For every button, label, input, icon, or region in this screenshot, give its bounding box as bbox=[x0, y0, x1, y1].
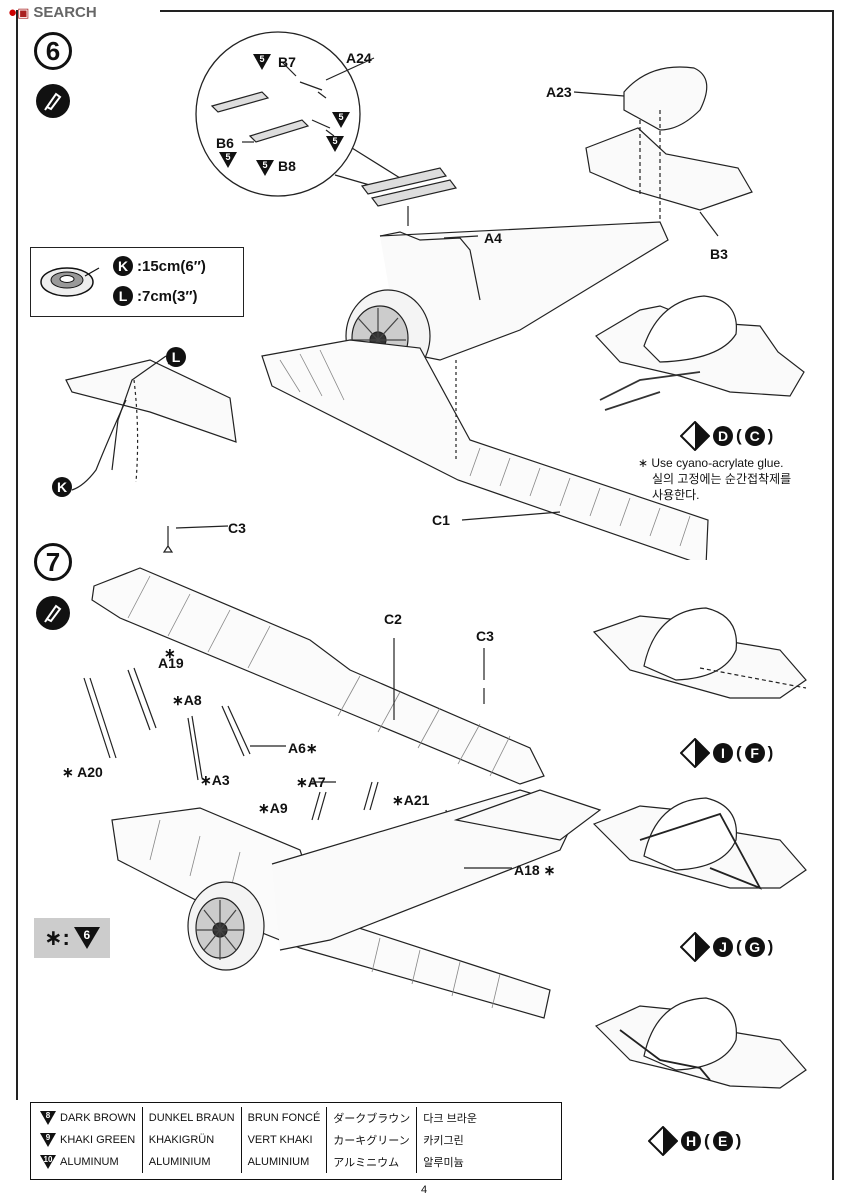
glue-note-line1: ∗ Use cyano-acrylate glue. bbox=[638, 456, 784, 470]
watermark: ●▣SEARCH bbox=[8, 4, 97, 21]
star-legend-box: ∗: 6 bbox=[34, 918, 110, 958]
color-table-frame bbox=[30, 1102, 562, 1180]
paint-6-marker: 6 bbox=[73, 927, 100, 949]
star-legend-label: ∗: bbox=[44, 925, 70, 950]
part-label-c2: C2 bbox=[384, 611, 402, 627]
part-label-c1: C1 bbox=[432, 512, 450, 528]
part-label-a19: ∗A19 bbox=[158, 645, 184, 671]
glue-icon bbox=[36, 84, 70, 118]
view-c-badge: C bbox=[744, 426, 765, 446]
paint-5-marker-b6: 5 bbox=[219, 152, 237, 173]
view-h-badge: H bbox=[681, 1131, 701, 1151]
part-label-a23: A23 bbox=[546, 84, 572, 100]
part-label-b7: B7 bbox=[278, 54, 296, 70]
part-label-a8: ∗A8 bbox=[172, 692, 202, 708]
part-label-b3: B3 bbox=[710, 246, 728, 262]
part-label-a24: A24 bbox=[346, 50, 372, 66]
thread-length-box: K :15cm(6″) L :7cm(3″) bbox=[30, 247, 244, 317]
page-number: 4 bbox=[421, 1184, 428, 1196]
glue-note-line3: 사용한다. bbox=[652, 488, 700, 502]
page-border-left bbox=[16, 10, 18, 1100]
thread-l-length: :7cm(3″) bbox=[137, 287, 198, 305]
glue-note: ∗ Use cyano-acrylate glue. 실의 고정에는 순간접착제… bbox=[638, 455, 791, 503]
paint-5-marker-b7: 5 bbox=[253, 54, 271, 75]
thread-k-length: :15cm(6″) bbox=[137, 257, 206, 275]
thread-l-marker: L bbox=[166, 347, 186, 367]
part-label-a21: ∗A21 bbox=[392, 792, 430, 808]
paint-5-marker-b8: 5 bbox=[256, 160, 274, 181]
page-border-right bbox=[832, 10, 834, 1180]
part-label-a9: ∗A9 bbox=[258, 800, 288, 816]
view-e-badge: E bbox=[712, 1131, 733, 1151]
view-direction-icon bbox=[680, 738, 710, 768]
part-label-b6: B6 bbox=[216, 135, 234, 151]
view-f-badge: F bbox=[744, 743, 765, 763]
step-7-assembly-drawing bbox=[83, 525, 807, 1089]
thread-l-badge: L bbox=[113, 286, 133, 306]
paint-5-marker-a24: 5 bbox=[332, 112, 350, 133]
page-border-top bbox=[160, 10, 832, 12]
thread-k-marker: K bbox=[52, 477, 72, 497]
view-g-badge: G bbox=[744, 937, 765, 957]
part-label-a7: ∗A7 bbox=[296, 774, 326, 790]
paint-5-marker-b8b: 5 bbox=[326, 136, 344, 157]
view-i-f: I (F) bbox=[680, 738, 773, 768]
part-label-a18: A18 ∗ bbox=[514, 862, 556, 878]
thread-k-badge: K bbox=[113, 256, 133, 276]
view-j-g: J (G) bbox=[680, 932, 773, 962]
view-direction-icon bbox=[680, 932, 710, 962]
view-j-badge: J bbox=[713, 937, 733, 957]
thread-spool-icon bbox=[40, 267, 100, 297]
step-6-assembly-drawing bbox=[65, 31, 805, 560]
part-label-c3-right: C3 bbox=[476, 628, 494, 644]
step-6-number: 6 bbox=[34, 32, 72, 70]
view-direction-icon bbox=[648, 1126, 678, 1156]
view-d-c: D (C) bbox=[680, 421, 773, 451]
view-d-badge: D bbox=[713, 426, 733, 446]
view-direction-icon bbox=[680, 421, 710, 451]
view-h-e: H (E) bbox=[648, 1126, 741, 1156]
part-label-c3-top: C3 bbox=[228, 520, 246, 536]
glue-note-line2: 실의 고정에는 순간접착제를 bbox=[652, 472, 792, 486]
part-label-b8: B8 bbox=[278, 158, 296, 174]
view-i-badge: I bbox=[713, 743, 733, 763]
step-7-number: 7 bbox=[34, 543, 72, 581]
part-label-a6: A6∗ bbox=[288, 740, 318, 756]
part-label-a4: A4 bbox=[484, 230, 502, 246]
part-label-a3: ∗A3 bbox=[200, 772, 230, 788]
part-label-a20: ∗ A20 bbox=[62, 764, 103, 780]
glue-icon bbox=[36, 596, 70, 630]
